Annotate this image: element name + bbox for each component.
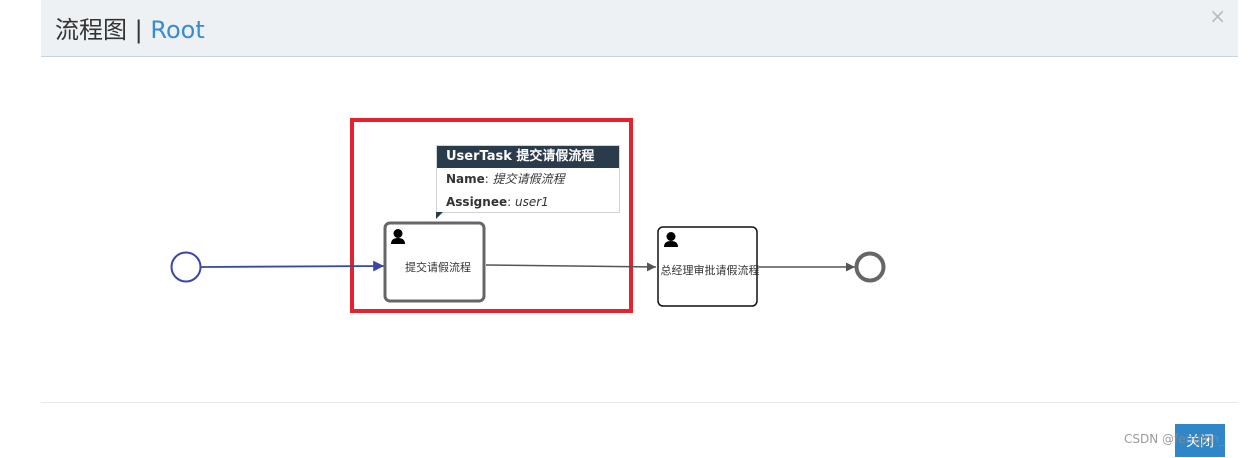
tooltip-assignee-label: Assignee — [446, 195, 508, 209]
tooltip-assignee-row: Assignee: user1 — [446, 195, 549, 209]
sequence-flow-start-task1[interactable] — [200, 260, 385, 272]
current-task-highlight — [350, 118, 633, 313]
task-tooltip: UserTask 提交请假流程 Name: 提交请假流程 Assignee: u… — [436, 145, 620, 213]
tooltip-name-value: 提交请假流程 — [492, 172, 565, 186]
task2-label: 总经理审批请假流程 — [661, 263, 760, 277]
tooltip-assignee-value: user1 — [514, 195, 549, 209]
footer-divider — [41, 402, 1238, 403]
end-event[interactable] — [854, 251, 886, 283]
sequence-flow-task1-task2[interactable] — [485, 262, 657, 272]
user-task-submit-leave[interactable]: 提交请假流程 — [383, 221, 486, 303]
close-button[interactable]: 关闭 — [1175, 424, 1225, 457]
task1-label: 提交请假流程 — [405, 260, 471, 274]
modal-header: 流程图 | Root × — [41, 0, 1238, 57]
user-icon — [664, 232, 678, 247]
modal-title: 流程图 | Root — [55, 10, 205, 45]
tooltip-name-row: Name: 提交请假流程 — [446, 172, 565, 186]
tooltip-header: UserTask 提交请假流程 — [437, 146, 619, 168]
tooltip-name-label: Name — [446, 172, 485, 186]
modal-title-text: 流程图 — [55, 16, 127, 44]
user-icon — [391, 229, 405, 244]
tooltip-pointer — [436, 212, 443, 219]
start-event[interactable] — [170, 251, 202, 283]
close-icon[interactable]: × — [1209, 4, 1226, 28]
title-separator: | — [134, 16, 143, 44]
process-name: Root — [150, 16, 205, 44]
user-task-manager-approval[interactable]: 总经理审批请假流程 — [657, 226, 760, 307]
